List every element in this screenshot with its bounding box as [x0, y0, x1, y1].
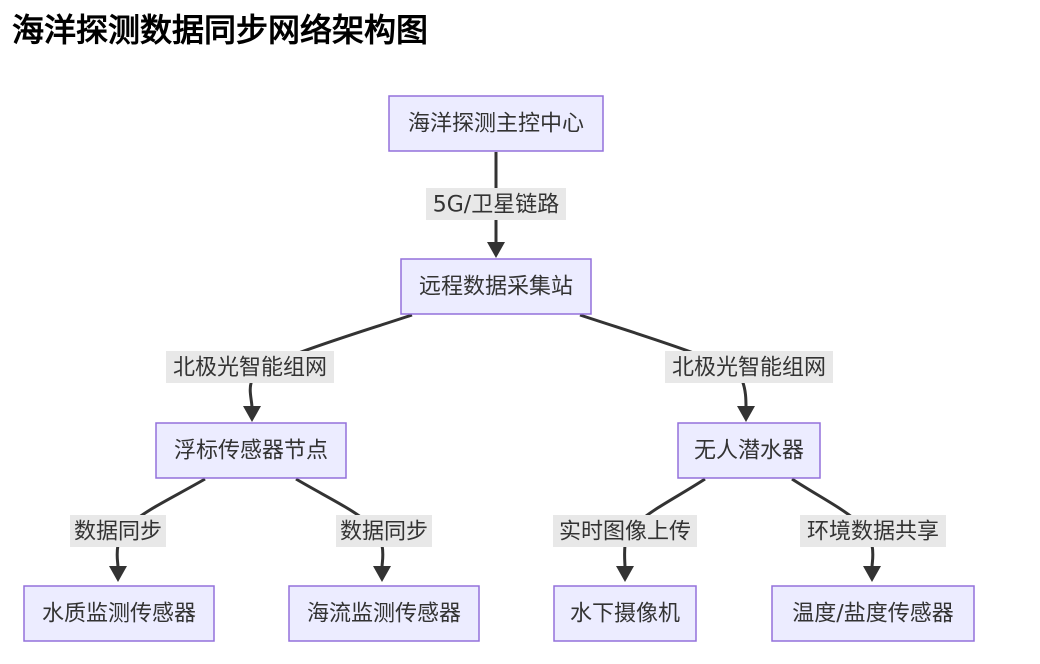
node-underwater-camera[interactable]: 水下摄像机 [553, 585, 697, 642]
arrow-auv-temp [863, 566, 881, 582]
edge-label-buoy-water: 数据同步 [70, 515, 166, 547]
svg-text:无人潜水器: 无人潜水器 [694, 439, 804, 464]
svg-text:数据同步: 数据同步 [74, 520, 162, 545]
svg-text:北极光智能组网: 北极光智能组网 [173, 356, 327, 381]
arrow-station-auv [737, 406, 755, 422]
node-control-center[interactable]: 海洋探测主控中心 [388, 95, 604, 152]
node-current-sensor[interactable]: 海流监测传感器 [288, 585, 480, 642]
svg-text:水下摄像机: 水下摄像机 [570, 602, 680, 627]
svg-text:实时图像上传: 实时图像上传 [559, 520, 691, 545]
svg-text:北极光智能组网: 北极光智能组网 [672, 356, 826, 381]
edge-labels: 5G/卫星链路 北极光智能组网 北极光智能组网 数据同步 数据同步 实时图像上传… [70, 188, 946, 547]
svg-text:数据同步: 数据同步 [340, 520, 428, 545]
edge-label-auv-temp: 环境数据共享 [800, 515, 946, 547]
node-buoy-sensor[interactable]: 浮标传感器节点 [155, 422, 347, 479]
nodes: 海洋探测主控中心 远程数据采集站 浮标传感器节点 无人潜水器 水质监测传感器 海… [23, 95, 975, 642]
svg-text:温度/盐度传感器: 温度/盐度传感器 [792, 602, 953, 627]
svg-text:浮标传感器节点: 浮标传感器节点 [174, 439, 328, 464]
edge-label-station-buoy: 北极光智能组网 [166, 351, 334, 383]
svg-text:环境数据共享: 环境数据共享 [807, 520, 939, 545]
edge-label-auv-camera: 实时图像上传 [553, 515, 697, 547]
svg-text:远程数据采集站: 远程数据采集站 [419, 275, 573, 300]
arrow-station-buoy [243, 406, 261, 422]
node-water-quality-sensor[interactable]: 水质监测传感器 [23, 585, 215, 642]
node-data-station[interactable]: 远程数据采集站 [400, 258, 592, 315]
arrow-buoy-water [109, 566, 127, 582]
arrow-control-station [487, 242, 505, 258]
node-temp-salinity-sensor[interactable]: 温度/盐度传感器 [771, 585, 975, 642]
edge-label-buoy-current: 数据同步 [336, 515, 432, 547]
arrow-auv-camera [616, 566, 634, 582]
svg-text:水质监测传感器: 水质监测传感器 [42, 602, 196, 627]
page-title: 海洋探测数据同步网络架构图 [12, 11, 429, 49]
node-auv[interactable]: 无人潜水器 [677, 422, 821, 479]
edge-label-station-auv: 北极光智能组网 [665, 351, 833, 383]
svg-text:海流监测传感器: 海流监测传感器 [307, 602, 461, 627]
edge-label-control-station: 5G/卫星链路 [426, 188, 566, 220]
svg-text:海洋探测主控中心: 海洋探测主控中心 [408, 112, 584, 137]
svg-text:5G/卫星链路: 5G/卫星链路 [433, 193, 559, 218]
arrow-buoy-current [373, 566, 391, 582]
